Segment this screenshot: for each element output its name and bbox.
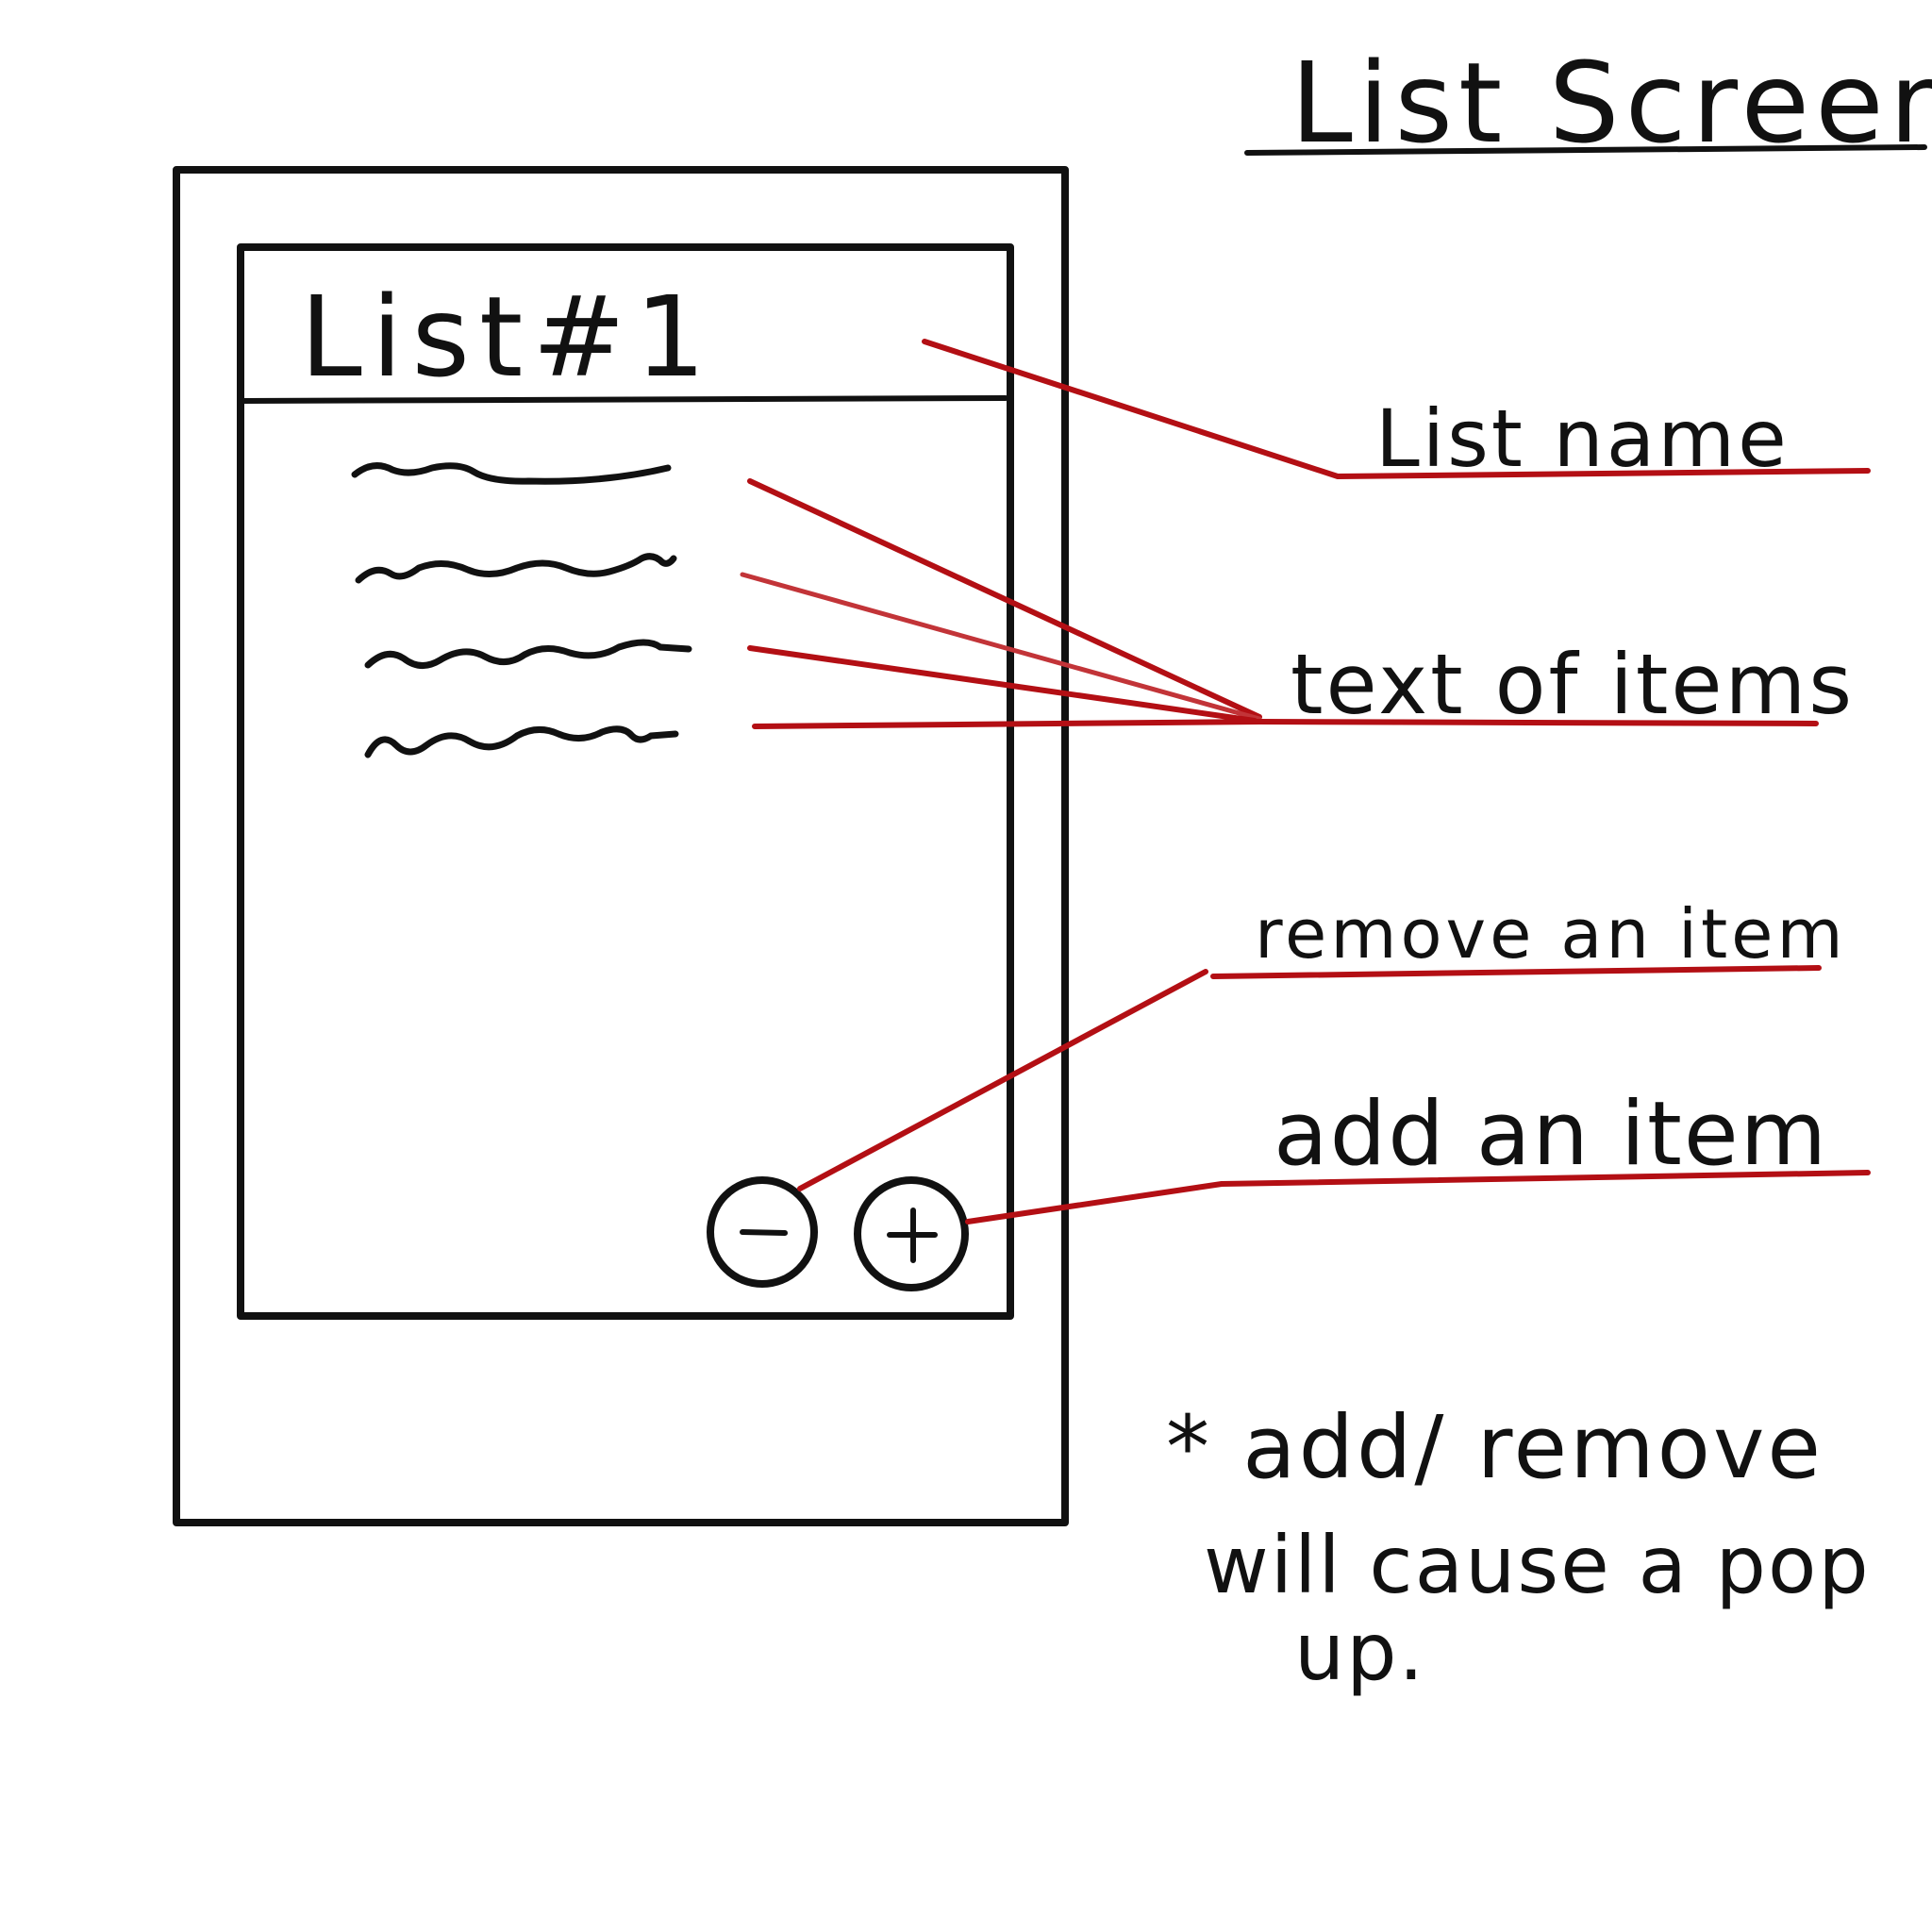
annotation-leaders: [740, 339, 1871, 1224]
list-screen: List#1: [237, 243, 1014, 1320]
minus-icon: [740, 1229, 788, 1236]
leader-add: [965, 1170, 1871, 1224]
plus-icon: [887, 1208, 938, 1263]
annotation-add-item: add an item: [1274, 1083, 1828, 1186]
annotation-text-of-items: text of items: [1291, 636, 1855, 733]
leader-item-1: [747, 478, 1262, 720]
leader-list-name: [922, 339, 1871, 479]
add-button[interactable]: [854, 1176, 969, 1291]
footnote-line-1: * add/ remove: [1166, 1397, 1824, 1498]
list-item[interactable]: [355, 553, 677, 584]
leader-remove-underline: [1210, 965, 1822, 979]
remove-button[interactable]: [707, 1176, 818, 1288]
annotation-remove-item: remove an item: [1255, 894, 1847, 974]
leader-item-3: [747, 645, 1257, 724]
list-title: List#1: [300, 272, 715, 402]
screen-frame: [237, 243, 1014, 1320]
list-items: [351, 462, 692, 758]
leader-item-2: [740, 572, 1262, 722]
list-item[interactable]: [351, 462, 672, 485]
list-item[interactable]: [364, 725, 679, 758]
phone-frame: [173, 166, 1069, 1526]
sheet-title-underline: [1244, 144, 1927, 156]
list-item[interactable]: [364, 639, 692, 669]
footnote: * add/ remove will cause a pop up.: [1166, 1397, 1871, 1698]
annotation-list-name: List name: [1375, 392, 1790, 485]
leader-item-4: [752, 719, 1819, 729]
header-divider: [241, 395, 1008, 404]
leader-remove: [797, 969, 1208, 1191]
footnote-line-2: will cause a pop: [1204, 1519, 1871, 1611]
footnote-line-3: up.: [1294, 1606, 1425, 1698]
